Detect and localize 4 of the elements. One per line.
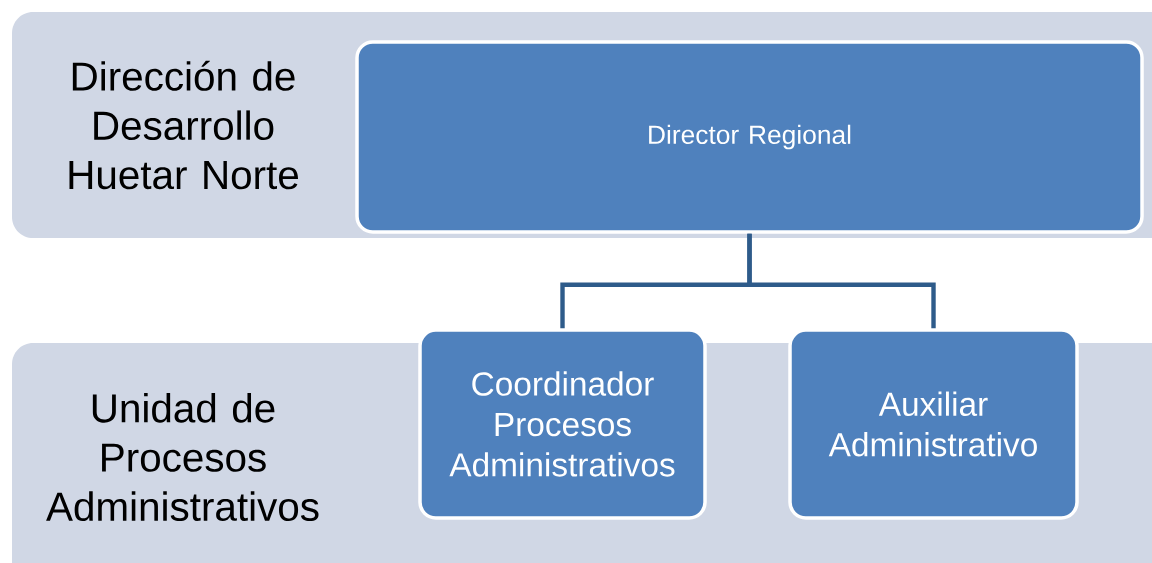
org-box: Director Regional: [355, 40, 1144, 234]
org-box: Auxiliar Administrativo: [788, 328, 1079, 520]
org-box: Coordinador Procesos Administrativos: [418, 328, 707, 520]
connector-line: [747, 233, 936, 329]
